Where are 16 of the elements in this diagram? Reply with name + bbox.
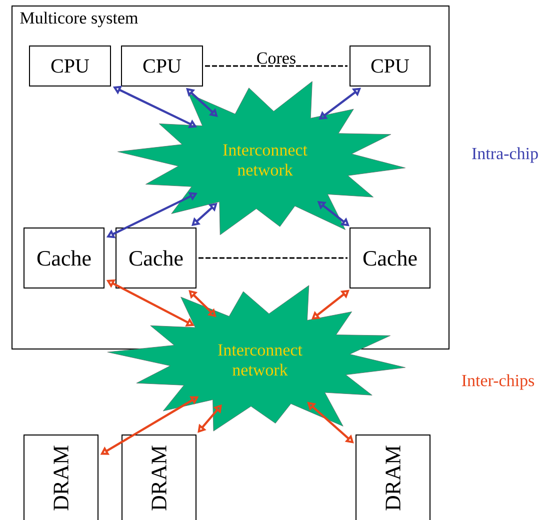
cpu-box: CPU [350,46,430,86]
interconnect-star: Interconnect network [107,285,406,432]
cpu-box: CPU [121,46,203,86]
memory-box: DRAM [122,434,196,520]
interconnect-star: Interconnect network [118,81,406,236]
memory-box: DRAM [24,434,98,520]
cache-box: Cache [116,228,196,288]
dashed-line [198,257,348,259]
dashed-line [205,65,348,67]
edge-label: Cores [255,51,298,65]
side-label: Inter-chips [462,374,534,390]
cache-box: Cache [350,228,430,288]
memory-box: DRAM [356,434,430,520]
cache-box: Cache [24,228,104,288]
cpu-box: CPU [29,46,111,86]
side-label: Intra-chip [472,147,538,163]
